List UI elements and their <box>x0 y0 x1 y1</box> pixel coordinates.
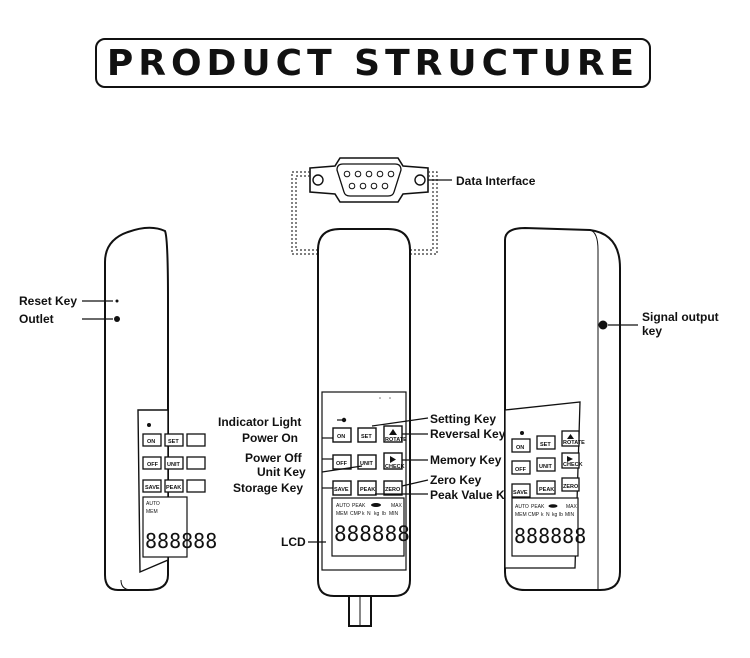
svg-text:MIN: MIN <box>389 511 399 517</box>
svg-text:kg: kg <box>374 511 380 517</box>
svg-text:PEAK: PEAK <box>352 503 366 509</box>
svg-text:SAVE: SAVE <box>145 485 160 491</box>
label-storage-key: Storage Key <box>233 481 303 495</box>
label-power-on: Power On <box>242 431 298 445</box>
svg-text:PEAK: PEAK <box>531 504 545 510</box>
label-data-interface: Data Interface <box>456 174 536 188</box>
svg-text:SAVE: SAVE <box>513 490 528 496</box>
key-set: SET <box>361 434 372 440</box>
key-rotate: ROTATE <box>385 437 407 443</box>
svg-text:888888: 888888 <box>145 529 217 553</box>
svg-text:AUTO: AUTO <box>515 504 529 510</box>
center-device: ON SET ROTATE OFF UNIT CHECK SAVE PEAK Z… <box>317 228 411 627</box>
lcd-digits: 888888 <box>334 522 410 546</box>
reset-key-dot <box>115 299 119 303</box>
label-lcd: LCD <box>281 535 306 549</box>
key-check: CHECK <box>385 464 405 470</box>
svg-text:AUTO: AUTO <box>336 503 350 509</box>
key-peak: PEAK <box>360 487 375 493</box>
svg-text:AUTO: AUTO <box>146 501 160 507</box>
svg-text:SET: SET <box>168 439 179 445</box>
label-outlet: Outlet <box>19 312 54 326</box>
svg-text:ON: ON <box>516 445 524 451</box>
left-device: ON SET OFF UNIT SAVE PEAK AUTO MEM 88888… <box>104 226 217 591</box>
lcd-screen <box>331 497 405 557</box>
svg-text:ON: ON <box>147 439 155 445</box>
svg-text:MIN: MIN <box>565 512 575 518</box>
svg-text:SET: SET <box>540 442 551 448</box>
svg-text:k: k <box>541 512 544 518</box>
db9-connector <box>291 157 438 255</box>
svg-text:MAX: MAX <box>391 503 403 509</box>
svg-text:PEAK: PEAK <box>539 487 554 493</box>
svg-text:MEM: MEM <box>515 512 527 518</box>
svg-text:888888: 888888 <box>514 524 586 548</box>
svg-text:MEM: MEM <box>336 511 348 517</box>
key-zero: ZERO <box>385 487 401 493</box>
check-right-triangle-icon <box>390 456 396 463</box>
svg-text:PEAK: PEAK <box>166 485 181 491</box>
label-reset-key: Reset Key <box>19 294 77 308</box>
svg-text:lb: lb <box>382 511 386 517</box>
svg-text:MAX: MAX <box>566 504 578 510</box>
label-setting-key: Setting Key <box>430 412 496 426</box>
label-signal-output-key: key <box>642 324 662 338</box>
key-on: ON <box>337 434 345 440</box>
right-device: ON SET ROTATE OFF UNIT CHECK SAVE PEAK Z… <box>504 226 621 591</box>
svg-text:MEM: MEM <box>146 509 158 515</box>
svg-text:N: N <box>367 511 371 517</box>
svg-text:lb: lb <box>559 512 563 518</box>
label-memory-key: Memory Key <box>430 453 502 467</box>
outlet-dot <box>114 316 120 322</box>
svg-text:UNIT: UNIT <box>539 464 552 470</box>
key-unit: UNIT <box>360 461 373 467</box>
key-save: SAVE <box>334 487 349 493</box>
rotate-up-triangle-icon <box>389 429 397 435</box>
svg-text:ZERO: ZERO <box>563 484 579 490</box>
svg-text:ROTATE: ROTATE <box>563 440 585 446</box>
label-power-off: Power Off <box>245 451 303 465</box>
signal-output-key-dot <box>598 320 608 330</box>
svg-text:CHECK: CHECK <box>563 462 583 468</box>
svg-text:N: N <box>546 512 550 518</box>
svg-text:CMP: CMP <box>350 511 362 517</box>
indicator-light <box>341 417 347 423</box>
label-indicator-light: Indicator Light <box>218 415 301 429</box>
label-signal-output: Signal output <box>642 310 719 324</box>
label-zero-key: Zero Key <box>430 473 482 487</box>
svg-text:OFF: OFF <box>515 467 527 473</box>
label-peak-value-key: Peak Value Key <box>430 488 518 502</box>
key-off: OFF <box>336 461 348 467</box>
svg-text:CMP: CMP <box>528 512 540 518</box>
svg-text:OFF: OFF <box>147 462 159 468</box>
label-reversal-key: Reversal Key <box>430 427 506 441</box>
page-title: PRODUCT STRUCTURE <box>106 42 640 84</box>
svg-text:k: k <box>362 511 365 517</box>
title-frame: PRODUCT STRUCTURE <box>95 38 651 88</box>
svg-text:UNIT: UNIT <box>167 462 180 468</box>
svg-text:kg: kg <box>552 512 558 518</box>
label-unit-key: Unit Key <box>257 465 306 479</box>
